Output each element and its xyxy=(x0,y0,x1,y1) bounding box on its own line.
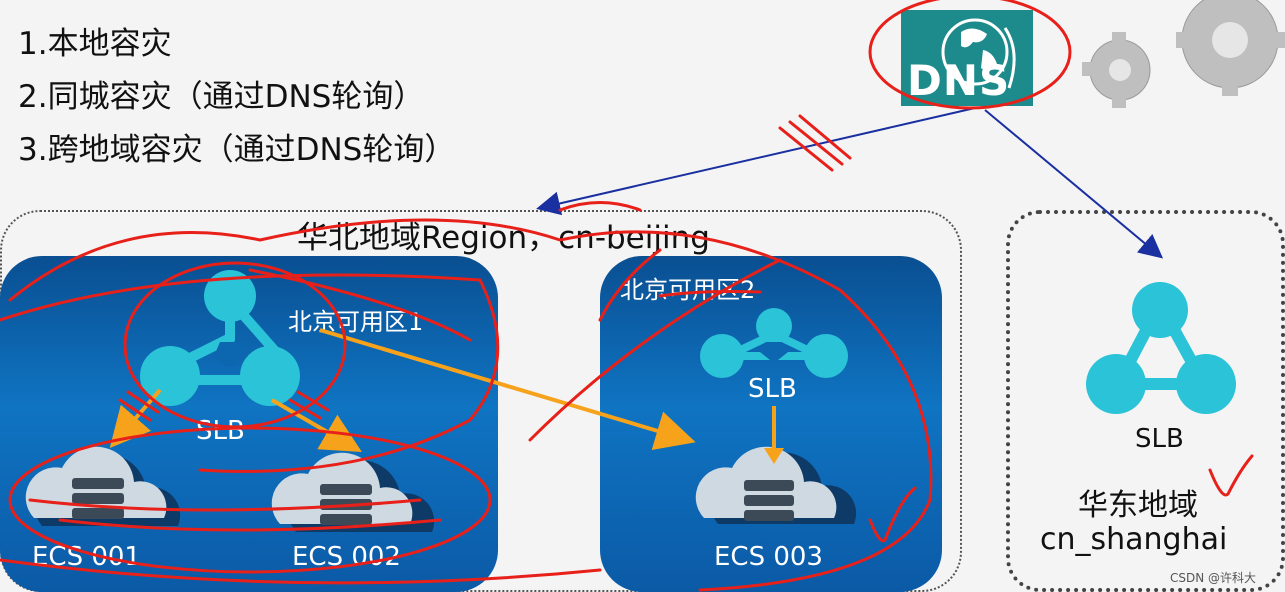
arrow-head xyxy=(764,448,784,464)
slb-label: SLB xyxy=(196,416,245,446)
zone2-label: 北京可用区2 xyxy=(620,276,756,304)
watermark: CSDN @许科大 xyxy=(1170,571,1257,585)
ecs-003-label: ECS 003 xyxy=(714,542,823,572)
dns-label: DNS xyxy=(907,56,1011,105)
dns-arrow-east xyxy=(984,109,1164,259)
zone1-label: 北京可用区1 xyxy=(288,308,424,336)
east-region-code: cn_shanghai xyxy=(1040,522,1228,557)
list-item-cross-region: 3.跨地域容灾（通过DNS轮询） xyxy=(18,132,456,168)
list-item-same-city: 2.同城容灾（通过DNS轮询） xyxy=(18,79,425,115)
red-circle-dns xyxy=(868,0,1072,110)
list-item-local: 1.本地容灾 xyxy=(18,26,172,62)
slb-label: SLB xyxy=(748,374,797,404)
red-outline-region xyxy=(8,218,933,592)
red-check-zone2 xyxy=(868,486,917,543)
globe-icon xyxy=(941,18,1016,89)
arrow-slb-ecs2 xyxy=(270,398,362,453)
cloud-server-icon xyxy=(271,452,435,532)
availability-zone-1: 北京可用区1 SLB ECS 001 ECS 002 xyxy=(0,256,498,592)
east-slb-label: SLB xyxy=(1135,424,1184,454)
gear-icon xyxy=(1082,0,1285,108)
red-strike-marks xyxy=(778,114,852,172)
red-check-east xyxy=(1208,454,1254,497)
east-region-border xyxy=(1006,210,1285,592)
red-circle-slb xyxy=(123,261,347,429)
slb-icon xyxy=(140,270,300,406)
dns-logo: DNS xyxy=(901,10,1033,106)
slb-icon xyxy=(1086,282,1236,414)
cloud-server-icon xyxy=(695,446,857,524)
dns-arrow-north xyxy=(536,107,976,216)
east-region-name: 华东地域 xyxy=(1078,488,1198,523)
red-circle-ecs xyxy=(8,426,492,574)
arrow-zone1-ecs3 xyxy=(319,328,696,450)
numbered-list: 1.本地容灾 2.同城容灾（通过DNS轮询） 3.跨地域容灾（通过DNS轮询） xyxy=(18,18,455,177)
slb-icon xyxy=(700,308,848,378)
